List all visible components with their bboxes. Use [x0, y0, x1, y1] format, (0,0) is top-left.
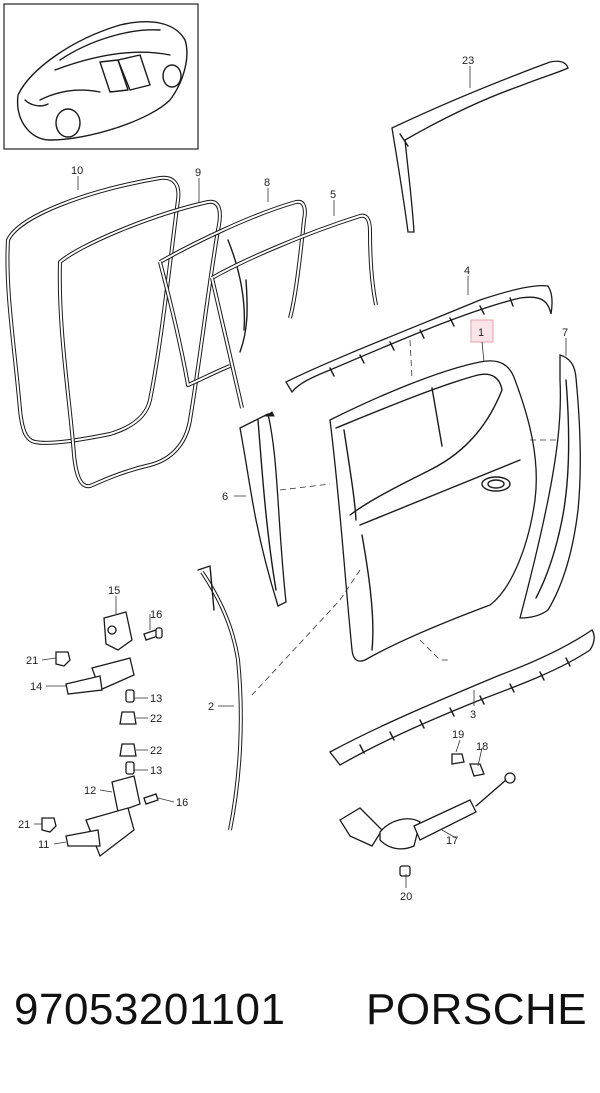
part-3-lower-sill	[329, 629, 595, 766]
callout-labels: 1 2 3 4 5 6 7 8 9 10 11 12 13 13 14 15 1…	[18, 55, 568, 903]
check-strap-assembly	[339, 753, 516, 877]
part-5-frame-seal	[210, 213, 378, 409]
callout-23: 23	[462, 55, 474, 67]
part-9-door-seal	[57, 199, 222, 489]
part-1-door-shell	[329, 360, 537, 662]
upper-hinge-assembly	[55, 611, 163, 725]
callout-10: 10	[71, 165, 83, 177]
part-23-upper-trim	[391, 60, 569, 233]
lower-hinge-assembly	[41, 743, 159, 858]
callout-21-lower: 21	[18, 819, 30, 831]
vehicle-thumbnail	[3, 3, 199, 150]
callout-20: 20	[400, 891, 412, 903]
callout-1: 1	[478, 327, 484, 339]
callout-15: 15	[108, 585, 120, 597]
part-8-window-channel	[158, 199, 307, 387]
callout-16-upper: 16	[150, 609, 162, 621]
part-10-door-seal	[5, 175, 181, 445]
part-4-sill-strip	[285, 284, 553, 394]
callout-6: 6	[222, 491, 228, 503]
callout-14: 14	[30, 681, 42, 693]
callout-5: 5	[330, 189, 336, 201]
brand-name: PORSCHE	[366, 985, 588, 1034]
link-line	[409, 339, 413, 379]
callout-13-lower: 13	[150, 765, 162, 777]
callout-19: 19	[452, 729, 464, 741]
callout-16-lower: 16	[176, 797, 188, 809]
part-2-edge-seal	[197, 565, 243, 831]
callout-8: 8	[264, 177, 270, 189]
callout-18: 18	[476, 741, 488, 753]
callout-12: 12	[84, 785, 96, 797]
callout-22-upper: 22	[150, 713, 162, 725]
callout-4: 4	[464, 265, 470, 277]
callout-22-lower: 22	[150, 745, 162, 757]
callout-9: 9	[195, 167, 201, 179]
callout-17: 17	[446, 835, 458, 847]
callout-21-upper: 21	[26, 655, 38, 667]
link-line	[279, 483, 331, 491]
callout-2: 2	[208, 701, 214, 713]
link-line	[419, 639, 450, 661]
link-line	[251, 569, 361, 696]
callout-3: 3	[470, 709, 476, 721]
leader-lines	[34, 66, 567, 888]
footer: 97053201101 PORSCHE	[14, 985, 594, 1045]
callout-11: 11	[38, 839, 49, 851]
part-7-pillar-trim	[519, 354, 581, 619]
part-number: 97053201101	[14, 985, 286, 1034]
part-6-trim-strip	[239, 411, 287, 607]
callout-13-upper: 13	[150, 693, 162, 705]
callout-7: 7	[562, 327, 568, 339]
